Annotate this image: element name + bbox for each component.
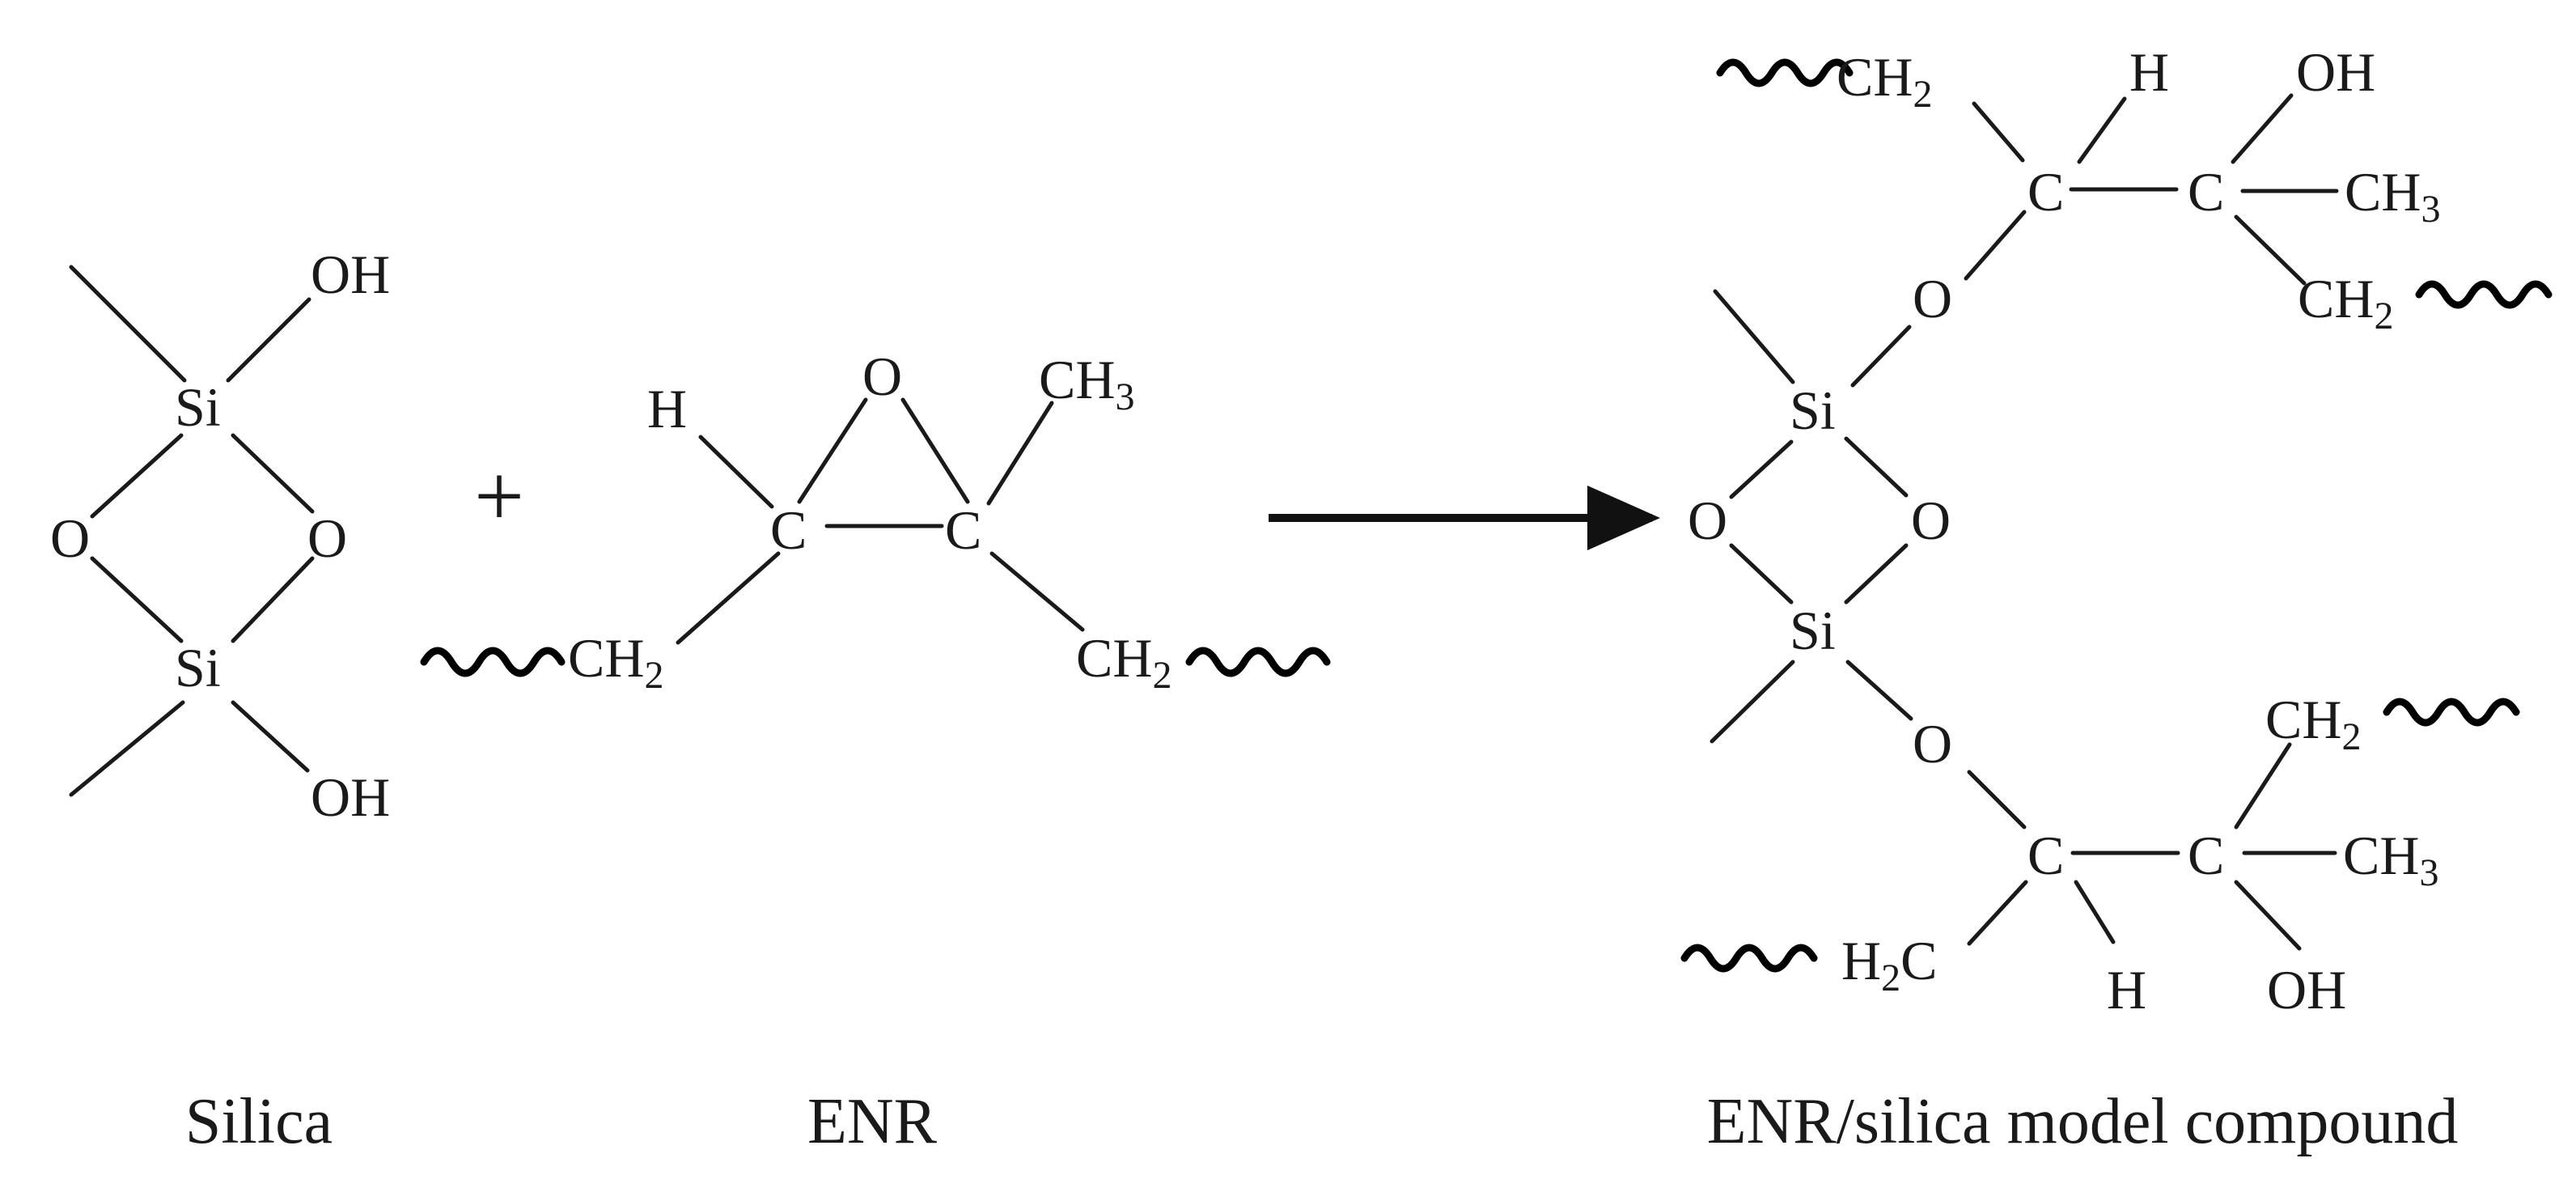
atom-subscript: 2 [1881, 957, 1900, 999]
atom-subscript: 2 [2374, 295, 2393, 337]
atom-label: Si [1790, 380, 1836, 441]
atom-label: O [1913, 713, 1952, 774]
atom-label: O [1688, 490, 1727, 551]
polymer-chain-wavy [420, 647, 566, 677]
bond [1844, 543, 1909, 605]
atom-label: O [1913, 268, 1952, 329]
bond [1972, 101, 2025, 163]
caption-silica: Silica [185, 1086, 333, 1157]
atom-label: OH [2267, 959, 2346, 1020]
atom-label: OH [311, 766, 390, 828]
bond [676, 551, 781, 645]
atom-subscript: 3 [2421, 188, 2440, 231]
atom-label: O [862, 346, 902, 407]
atom-label: H [2107, 959, 2146, 1020]
atom-subscript: 2 [2341, 715, 2361, 758]
bond [797, 397, 868, 504]
atom-symbol: CH [2265, 689, 2341, 750]
polymer-chain-wavy [1185, 647, 1331, 677]
atom-symbol: CH [2298, 268, 2374, 329]
bond [1710, 660, 1795, 744]
atom-label: CH3 [2343, 825, 2438, 894]
bond [2234, 880, 2302, 951]
atom-label: C [2188, 825, 2224, 886]
bond [231, 556, 315, 643]
bond [2231, 93, 2294, 164]
bond [231, 433, 315, 514]
atom-subscript: 2 [644, 654, 663, 697]
polymer-chain-wavy [2415, 280, 2553, 309]
bond [1967, 880, 2028, 946]
bond [231, 700, 310, 773]
atom-symbol: C [1900, 930, 1937, 991]
bond [226, 297, 311, 383]
atom-label: C [2027, 825, 2064, 886]
atom-label: H [647, 378, 687, 439]
atom-label: OH [2296, 41, 2375, 103]
atom-label: Si [175, 376, 221, 438]
bond [698, 435, 774, 509]
caption-enr: ENR [807, 1086, 938, 1157]
atom-label: C [945, 499, 981, 561]
atom-symbol: CH [2343, 825, 2419, 886]
atom-symbol: CH [1076, 627, 1152, 689]
atom-subscript: 2 [1152, 654, 1171, 697]
atom-label: CH3 [1039, 349, 1134, 418]
atom-label: CH2 [2298, 268, 2393, 337]
plus-sign: + [474, 447, 524, 545]
bond [986, 401, 1054, 506]
bond [1729, 543, 1794, 605]
bond [900, 397, 970, 504]
caption-product: ENR/silica model compound [1707, 1086, 2459, 1157]
bond [2234, 214, 2307, 286]
atom-label: CH2 [2265, 689, 2361, 758]
bond [1844, 436, 1909, 498]
bond [1729, 439, 1794, 499]
atom-symbol: CH [1837, 46, 1913, 108]
bond [69, 700, 185, 797]
polymer-chain-wavy [1680, 944, 1818, 973]
bond [1713, 289, 1795, 384]
atom-label: C [770, 499, 807, 561]
bond [1964, 210, 2027, 281]
silica-structure: OH Si O O Si OH [50, 244, 390, 828]
atom-symbol: CH [568, 627, 644, 689]
atom-symbol: CH [1039, 349, 1115, 410]
atom-label: C [2188, 161, 2224, 223]
product-structure: CH2 H OH C C CH3 CH2 O Si O O Si O CH2 C… [1680, 41, 2553, 1020]
bond [1967, 770, 2027, 829]
bond [69, 265, 187, 383]
atom-label: OH [311, 244, 390, 305]
atom-subscript: 3 [1115, 375, 1134, 418]
bond [90, 556, 184, 643]
bond [1845, 660, 1913, 721]
bond [90, 433, 184, 519]
atom-label: CH2 [1837, 46, 1932, 116]
atom-label: CH3 [2345, 161, 2440, 231]
bond [989, 551, 1085, 632]
atom-label: CH2 [568, 627, 663, 697]
bond [2077, 96, 2127, 164]
atom-label: C [2027, 161, 2064, 223]
atom-label: H [2129, 41, 2169, 103]
enr-structure: H O CH3 C C CH2 CH2 [420, 346, 1331, 697]
atom-label: H2C [1841, 930, 1937, 999]
atom-label: O [1911, 490, 1951, 551]
atom-label: CH2 [1076, 627, 1171, 697]
atom-label: O [50, 507, 90, 569]
bond [2234, 742, 2292, 829]
bond [2074, 880, 2116, 944]
atom-label: Si [1790, 600, 1836, 661]
atom-subscript: 3 [2419, 851, 2438, 894]
atom-label: O [307, 507, 347, 569]
atom-symbol: H [1841, 930, 1881, 991]
bond [1850, 325, 1912, 388]
polymer-chain-wavy [2383, 698, 2520, 727]
polymer-chain-wavy [1716, 58, 1854, 87]
atom-label: Si [175, 637, 221, 698]
atom-subscript: 2 [1913, 73, 1932, 116]
atom-symbol: CH [2345, 161, 2421, 223]
